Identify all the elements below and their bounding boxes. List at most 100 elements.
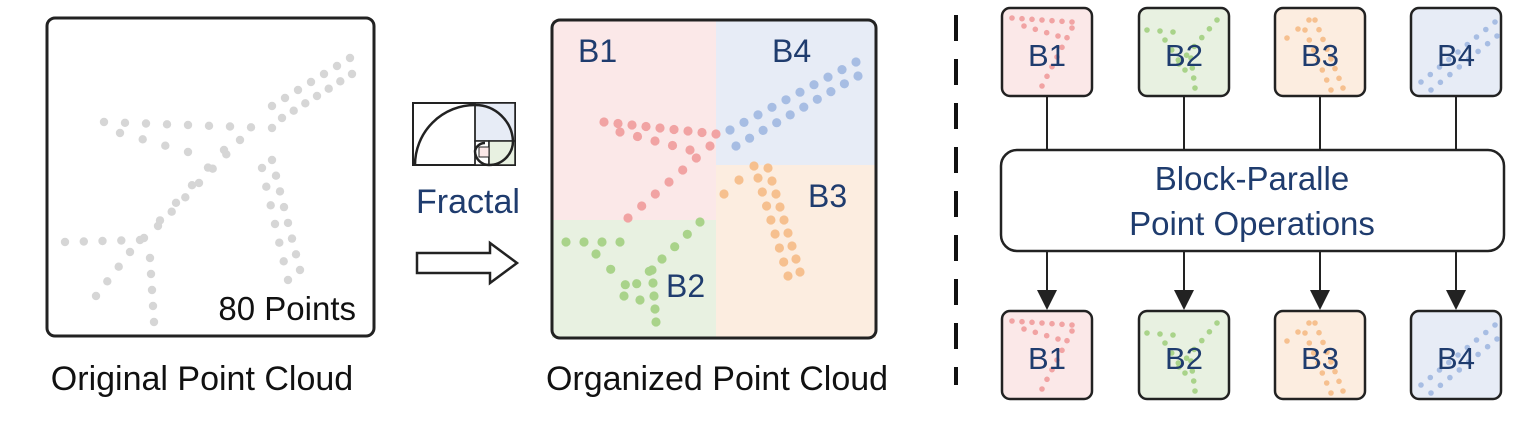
point-b3 bbox=[1295, 26, 1301, 32]
point bbox=[267, 101, 277, 111]
point-b1 bbox=[632, 131, 643, 142]
point-b4 bbox=[1436, 367, 1443, 373]
point-b1 bbox=[1055, 336, 1061, 342]
point-b1 bbox=[650, 189, 660, 199]
point bbox=[167, 207, 176, 216]
point-b3 bbox=[771, 189, 781, 199]
point-b3 bbox=[1323, 380, 1330, 386]
point bbox=[301, 99, 310, 108]
point bbox=[115, 128, 125, 138]
point-b4 bbox=[799, 102, 809, 112]
point-b3 bbox=[1302, 27, 1308, 33]
point bbox=[99, 117, 109, 127]
operations-box bbox=[999, 148, 1506, 253]
block-region-b3 bbox=[716, 165, 876, 338]
point-b2 bbox=[1162, 340, 1168, 346]
point-b4 bbox=[725, 125, 735, 135]
fractal-icon bbox=[412, 102, 516, 167]
point-b3 bbox=[1332, 368, 1338, 375]
point-b3 bbox=[1340, 85, 1346, 91]
point-b1 bbox=[650, 136, 660, 146]
point-b2 bbox=[579, 237, 589, 247]
point-b4 bbox=[753, 110, 763, 120]
point-b1 bbox=[691, 153, 701, 163]
point bbox=[257, 163, 267, 173]
point-b2 bbox=[649, 291, 659, 301]
point-b3 bbox=[779, 215, 789, 225]
point-b1 bbox=[705, 141, 715, 151]
point-count-label: 80 Points bbox=[218, 290, 356, 327]
point-b4 bbox=[1473, 34, 1480, 40]
point bbox=[279, 202, 289, 212]
point-b2 bbox=[1183, 52, 1190, 58]
original-panel: 80 Points bbox=[45, 16, 376, 338]
point-b1 bbox=[1021, 326, 1027, 332]
point-b4 bbox=[1456, 64, 1463, 70]
point-b3 bbox=[1312, 17, 1318, 23]
input-block-b1: B1 bbox=[1000, 6, 1094, 98]
point bbox=[225, 122, 235, 131]
point-b3 bbox=[1315, 57, 1321, 63]
point-b1 bbox=[685, 145, 695, 155]
point-b2 bbox=[1199, 34, 1205, 41]
point-b1 bbox=[1055, 33, 1061, 39]
point-b1 bbox=[1064, 337, 1070, 344]
point-b2 bbox=[632, 279, 642, 289]
point-b1 bbox=[637, 201, 647, 211]
point-b2 bbox=[615, 237, 625, 247]
point-b4 bbox=[826, 87, 836, 97]
block-thumbnail-label: B1 bbox=[1028, 38, 1066, 73]
point-b1 bbox=[1049, 63, 1055, 70]
point-b3 bbox=[753, 173, 763, 183]
point-b2 bbox=[1170, 332, 1176, 338]
point bbox=[267, 155, 277, 165]
point bbox=[289, 106, 298, 115]
point-b1 bbox=[1069, 25, 1075, 31]
connectors bbox=[1037, 96, 1466, 310]
point-b4 bbox=[1494, 336, 1500, 342]
point bbox=[171, 198, 181, 207]
original-caption: Original Point Cloud bbox=[51, 360, 353, 398]
point bbox=[181, 193, 190, 202]
point-b2 bbox=[597, 237, 607, 247]
point-b3 bbox=[1312, 320, 1318, 326]
input-block-b4: B4 bbox=[1409, 6, 1503, 98]
point-b3 bbox=[1336, 378, 1342, 385]
transform-arrow bbox=[415, 240, 520, 286]
point-b1 bbox=[1069, 328, 1075, 334]
point-b3 bbox=[1328, 87, 1334, 93]
point-b4 bbox=[1465, 359, 1472, 365]
point-b3 bbox=[749, 161, 759, 171]
point-b2 bbox=[1188, 55, 1194, 61]
point-b4 bbox=[1455, 352, 1461, 358]
point-b4 bbox=[1437, 79, 1444, 86]
point-b4 bbox=[1483, 329, 1489, 336]
point bbox=[267, 123, 277, 133]
point-b2 bbox=[647, 265, 657, 275]
block-label-b2: B2 bbox=[666, 268, 705, 304]
point bbox=[146, 269, 156, 279]
point-b3 bbox=[787, 241, 797, 251]
point-b2 bbox=[619, 291, 629, 301]
point bbox=[187, 181, 197, 190]
point-b4 bbox=[837, 65, 847, 75]
point-b3 bbox=[1306, 340, 1313, 346]
point-b3 bbox=[795, 267, 805, 277]
point bbox=[125, 247, 135, 257]
point bbox=[183, 147, 193, 157]
point-b2 bbox=[1157, 331, 1163, 337]
input-block-b2: B2 bbox=[1137, 6, 1231, 98]
point-b1 bbox=[1032, 26, 1039, 33]
point-b2 bbox=[1162, 37, 1168, 43]
point-b3 bbox=[783, 228, 793, 238]
organized-panel: B1 B4 B3 B2 bbox=[550, 18, 878, 340]
point-b1 bbox=[664, 177, 674, 187]
point-b4 bbox=[1428, 87, 1434, 93]
point-b3 bbox=[791, 254, 801, 264]
point-b1 bbox=[1021, 23, 1027, 29]
point-b1 bbox=[623, 213, 633, 223]
block-thumbnail-frame bbox=[1000, 309, 1094, 401]
point bbox=[138, 135, 147, 144]
point-b1 bbox=[1059, 321, 1065, 328]
